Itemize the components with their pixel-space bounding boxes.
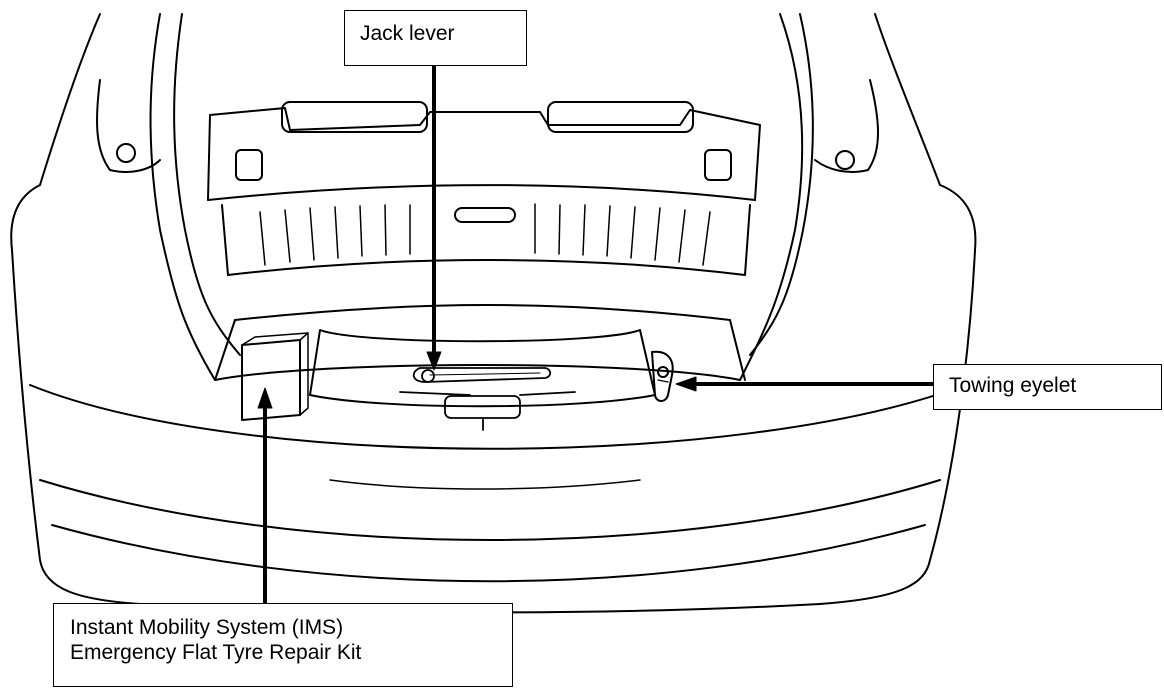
ims-kit-box: [241, 332, 309, 421]
towing-eyelet-arrowhead: [675, 376, 697, 392]
leader-lines: [257, 64, 935, 605]
seat-ribs: [259, 203, 711, 266]
right-pillar-inner: [749, 13, 814, 356]
seat-latch-right-icon: [704, 149, 732, 181]
boot-left-wall: [214, 319, 236, 381]
boot-right-wall: [729, 319, 746, 381]
boot-floor-back: [234, 304, 731, 321]
ims-label-line2: Emergency Flat Tyre Repair Kit: [70, 641, 362, 664]
left-pillar-outer: [149, 13, 216, 381]
bumper-line-3: [51, 524, 926, 583]
seat-handle: [454, 207, 516, 223]
jack-lever-tool: [399, 367, 576, 431]
towing-eyelet-part: [651, 350, 674, 402]
jack-lever-label: Jack lever: [360, 22, 455, 45]
seat-back-top: [207, 107, 761, 201]
bumper-line-2: [39, 479, 941, 541]
bumper-crease: [329, 479, 641, 490]
ims-kit-callout: Instant Mobility System (IMS) Emergency …: [53, 603, 513, 687]
ims-label-line1: Instant Mobility System (IMS): [70, 616, 344, 639]
car-body-outline: [10, 13, 977, 614]
towing-eyelet-label: Towing eyelet: [949, 374, 1077, 397]
right-quarter-panel: [814, 79, 879, 173]
jack-lever-arrowhead: [426, 351, 442, 371]
seat-back-lower-edge: [207, 184, 756, 201]
left-quarter-panel: [96, 79, 161, 173]
jack-lever-callout: Jack lever: [344, 10, 527, 66]
right-pillar-outer: [739, 13, 804, 381]
bumper-top-line: [29, 384, 966, 450]
seat-back-panel: [221, 204, 751, 276]
left-pillar-inner: [173, 13, 241, 356]
seat-latch-left-icon: [235, 149, 263, 181]
boot-floor-edge: [214, 364, 741, 381]
headrest-left: [281, 101, 428, 133]
towing-eyelet-callout: Towing eyelet: [933, 364, 1162, 410]
left-light-mount-icon: [116, 143, 136, 163]
headrest-right: [547, 101, 694, 133]
right-light-mount-icon: [835, 150, 855, 170]
ims-arrowhead: [257, 387, 273, 409]
